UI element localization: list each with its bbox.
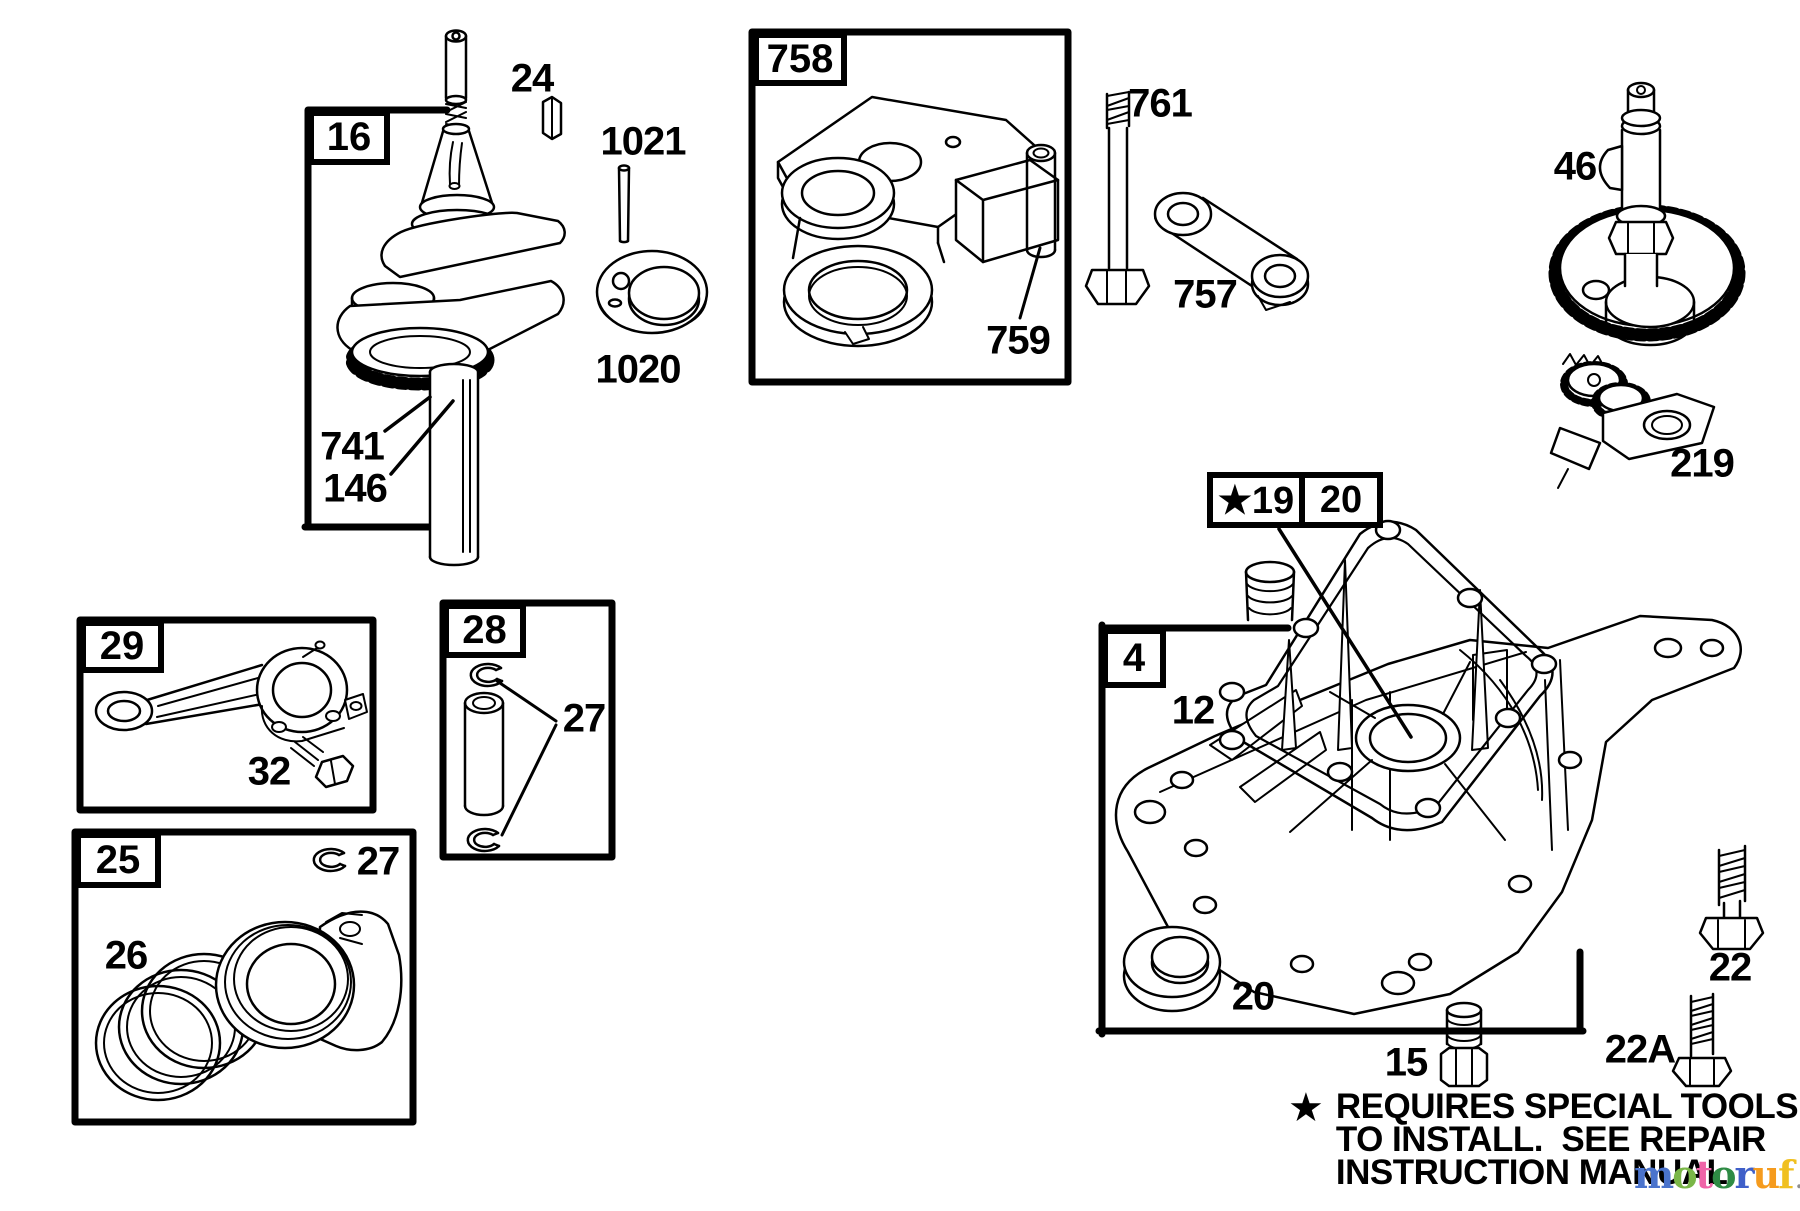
part-label-1020: 1020 — [595, 347, 682, 392]
callout-19-text: ★19 — [1217, 479, 1295, 522]
group-label-16: 16 — [308, 110, 390, 165]
sump-bolt-22a-drawing — [1671, 992, 1733, 1088]
footnote-line-3: INSTRUCTION MANUAL — [1335, 1153, 1728, 1192]
group-label-28: 28 — [443, 603, 526, 658]
part-label-15: 15 — [1384, 1040, 1428, 1085]
part-label-759: 759 — [986, 318, 1051, 363]
part-label-24: 24 — [510, 56, 554, 101]
watermark-suffix: .de — [1796, 1168, 1800, 1193]
dowel-pin-drawing — [617, 164, 631, 244]
wrist-pin-drawing — [463, 662, 505, 853]
piston-pin-759-drawing — [1025, 143, 1057, 259]
part-label-22a: 22A — [1604, 1027, 1676, 1072]
group-label-25-text: 25 — [95, 837, 141, 882]
part-label-219: 219 — [1670, 441, 1735, 486]
footnote-line-1: REQUIRES SPECIAL TOOLS — [1335, 1087, 1799, 1126]
watermark-letter: f — [1778, 1152, 1794, 1197]
bracket-drawing — [776, 95, 1060, 348]
part-label-146: 146 — [323, 466, 388, 511]
part-label-12: 12 — [1171, 688, 1215, 733]
part-label-741: 741 — [320, 424, 385, 469]
leader-lines — [383, 246, 1413, 837]
group-label-4: 4 — [1102, 628, 1166, 688]
watermark-letter: t — [1695, 1152, 1714, 1197]
oil-sump-drawing — [1114, 519, 1742, 1016]
watermark-letter: m — [1634, 1152, 1674, 1197]
camshaft-drawing — [1548, 81, 1746, 347]
group-label-758: 758 — [753, 32, 847, 86]
part-label-757: 757 — [1173, 272, 1238, 317]
watermark-letter: r — [1734, 1152, 1755, 1197]
group-label-29: 29 — [80, 620, 164, 673]
part-label-32: 32 — [247, 749, 291, 794]
part-label-20: 20 — [1231, 974, 1275, 1019]
group-label-25: 25 — [75, 832, 161, 888]
callout-20-text: 20 — [1319, 478, 1363, 521]
key-drawing — [541, 95, 563, 141]
footnote-line-2: TO INSTALL. SEE REPAIR — [1335, 1120, 1766, 1159]
group-label-28-text: 28 — [462, 608, 507, 652]
callout-19: ★19 — [1213, 478, 1305, 522]
callout-20: 20 — [1305, 478, 1377, 522]
oil-seal-drawing — [1122, 925, 1222, 1013]
callout-19-20-box: ★19 20 — [1207, 472, 1383, 528]
part-label-46: 46 — [1553, 144, 1597, 189]
washer-drawing — [595, 249, 709, 335]
special-tools-footnote: ★ REQUIRES SPECIAL TOOLS TO INSTALL. SEE… — [1288, 1086, 1799, 1192]
star-icon: ★ — [1288, 1086, 1324, 1130]
group-label-29-text: 29 — [99, 624, 145, 668]
group-box-borders — [71, 28, 1587, 1126]
group-label-4-text: 4 — [1122, 635, 1146, 680]
motoruf-watermark: m o t o r u f .de — [1634, 1156, 1800, 1194]
part-label-22: 22 — [1708, 945, 1752, 990]
part-label-26: 26 — [104, 933, 148, 978]
part-label-27-pin: 27 — [562, 696, 606, 741]
watermark-letter: o — [1711, 1152, 1736, 1197]
part-label-27-piston: 27 — [356, 839, 400, 884]
sump-bolt-drawing — [1698, 844, 1765, 951]
oil-drain-plug-drawing — [1439, 1001, 1489, 1088]
group-label-16-text: 16 — [326, 115, 372, 159]
group-label-758-text: 758 — [766, 36, 834, 81]
part-label-1021: 1021 — [600, 119, 687, 164]
watermark-letter: u — [1752, 1152, 1781, 1197]
part-label-761: 761 — [1128, 81, 1193, 126]
watermark-letter: o — [1672, 1152, 1697, 1197]
